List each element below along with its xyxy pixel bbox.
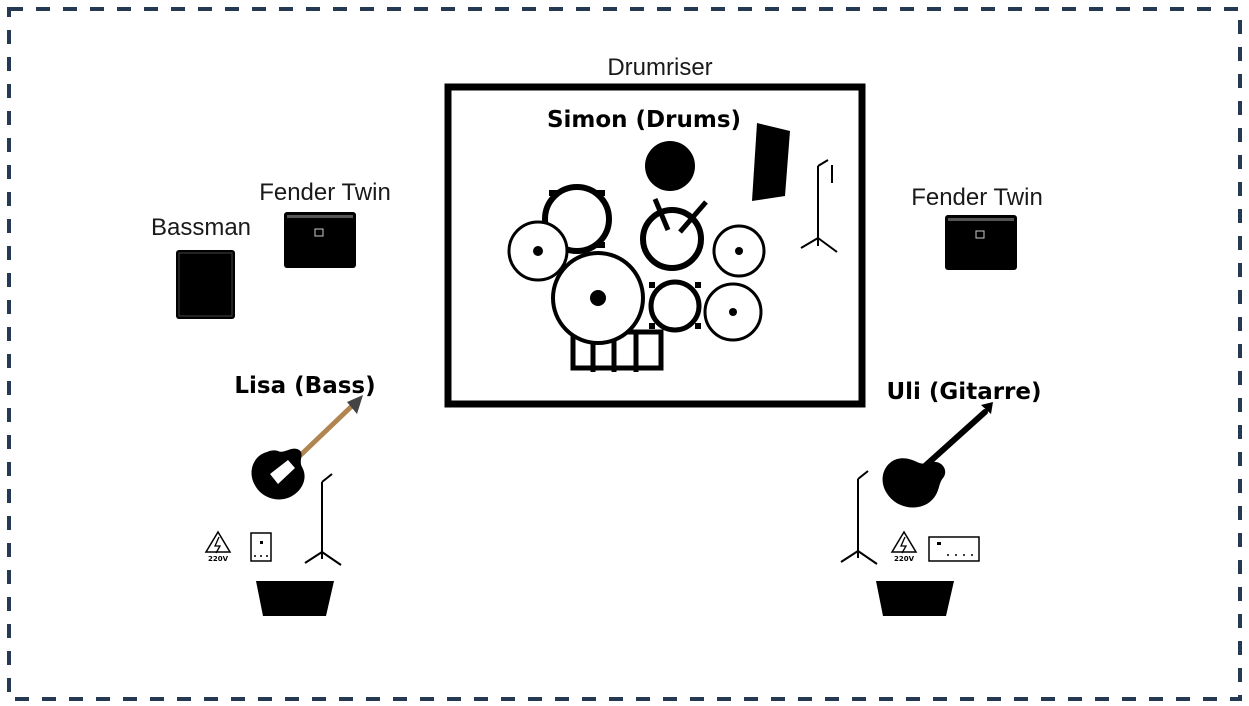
monitor-wedge-icon xyxy=(876,581,954,616)
fender-twin-right-label: Fender Twin xyxy=(911,184,1043,211)
drum-kit-icon xyxy=(507,123,790,372)
amplifier-icon xyxy=(176,250,235,319)
fender-twin-left-amp xyxy=(284,212,356,268)
power-label-left: 220V xyxy=(208,555,229,563)
mic-stand-icon xyxy=(304,473,342,566)
mic-stand-icon xyxy=(800,159,838,253)
amplifier-icon xyxy=(284,212,356,268)
electric-guitar-icon xyxy=(882,402,993,508)
drumriser-platform xyxy=(444,83,866,408)
guitarist-name: Uli (Gitarre) xyxy=(886,379,1041,405)
stage-border xyxy=(7,7,1242,701)
bassman-label: Bassman xyxy=(151,214,251,241)
bassist-name: Lisa (Bass) xyxy=(234,373,375,399)
monitor-wedge-icon xyxy=(256,581,334,616)
di-box-icon xyxy=(250,532,272,562)
power-outlet-icon: 220V xyxy=(204,530,232,563)
mic-stand-icon xyxy=(840,470,878,565)
power-outlet-icon: 220V xyxy=(890,530,918,563)
bass-guitar-icon xyxy=(251,395,363,500)
bassman-amp xyxy=(176,250,235,319)
drum-throne xyxy=(645,141,695,191)
di-box-icon xyxy=(928,536,980,562)
drummer-name: Simon (Drums) xyxy=(547,107,741,133)
fender-twin-left-label: Fender Twin xyxy=(259,179,391,206)
drumriser-label: Drumriser xyxy=(607,54,712,81)
amplifier-icon xyxy=(945,215,1017,270)
drum-screen xyxy=(752,123,790,201)
fender-twin-right-amp xyxy=(945,215,1017,270)
power-label-right: 220V xyxy=(894,555,915,563)
floor-tom xyxy=(648,279,702,333)
